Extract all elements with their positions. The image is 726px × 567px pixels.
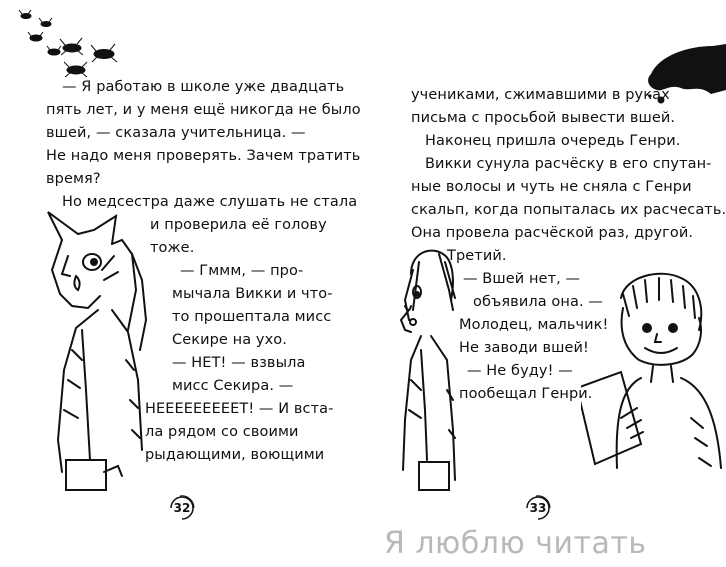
text-line: мычала Викки и что- xyxy=(172,286,333,302)
lice-swarm-icon xyxy=(18,9,118,78)
text-line: и проверила её голову xyxy=(150,217,327,233)
text-line: вшей, — сказала учительница. — xyxy=(46,125,306,141)
text-line: ла рядом со своими xyxy=(145,424,299,440)
text-line: — Не буду! — xyxy=(467,363,573,379)
text-line: мисс Секира. — xyxy=(172,378,294,394)
right-page: учениками, сжимавшими в руках письма с п… xyxy=(363,0,726,567)
text-line: Не заводи вшей! xyxy=(459,340,589,356)
text-line: Но медсестра даже слушать не стала xyxy=(62,194,358,210)
text-line: письма с просьбой вывести вшей. xyxy=(411,110,676,126)
text-line: Наконец пришла очередь Генри. xyxy=(425,133,681,149)
teacher-shocked-icon xyxy=(399,249,456,491)
page-number: 33 xyxy=(523,493,553,523)
teacher-crying-icon xyxy=(47,211,148,491)
text-line: Третий. xyxy=(447,248,507,264)
page-number: 32 xyxy=(167,493,197,523)
text-line: скальп, когда попыталась их расчесать. xyxy=(411,202,726,218)
watermark-text: Я люблю читать xyxy=(384,526,647,561)
text-line: НЕЕЕЕЕЕЕЕЕТ! — И вста- xyxy=(145,401,334,417)
text-line: — Вшей нет, — xyxy=(463,271,581,287)
text-line: тоже. xyxy=(150,240,195,256)
text-line: то прошептала мисс xyxy=(172,309,332,325)
page-number-label: 33 xyxy=(529,501,547,515)
text-line: Она провела расчёской раз, другой. xyxy=(411,225,694,241)
text-line: пообещал Генри. xyxy=(459,386,593,402)
text-line: Викки сунула расчёску в его спутан- xyxy=(425,156,712,172)
text-line: пять лет, и у меня ещё никогда не было xyxy=(46,102,361,118)
text-line: Молодец, мальчик! xyxy=(459,317,609,333)
text-line: рыдающими, воющими xyxy=(145,447,325,463)
page-number-label: 32 xyxy=(173,501,191,515)
text-line: ные волосы и чуть не сняла с Генри xyxy=(411,179,692,195)
text-line: Не надо меня проверять. Зачем тратить xyxy=(46,148,361,164)
left-page: — Я работаю в школе уже двадцать пять ле… xyxy=(18,9,361,523)
text-line: — Я работаю в школе уже двадцать xyxy=(62,79,345,95)
text-line: учениками, сжимавшими в руках xyxy=(411,87,670,103)
text-line: — НЕТ! — взвыла xyxy=(172,355,306,371)
text-line: объявила она. — xyxy=(473,294,603,310)
text-line: время? xyxy=(46,171,101,187)
ink-blot-icon xyxy=(648,44,726,104)
henry-smiling-icon xyxy=(581,272,722,469)
text-line: Секире на ухо. xyxy=(172,332,287,348)
text-line: — Гммм, — про- xyxy=(180,263,304,279)
